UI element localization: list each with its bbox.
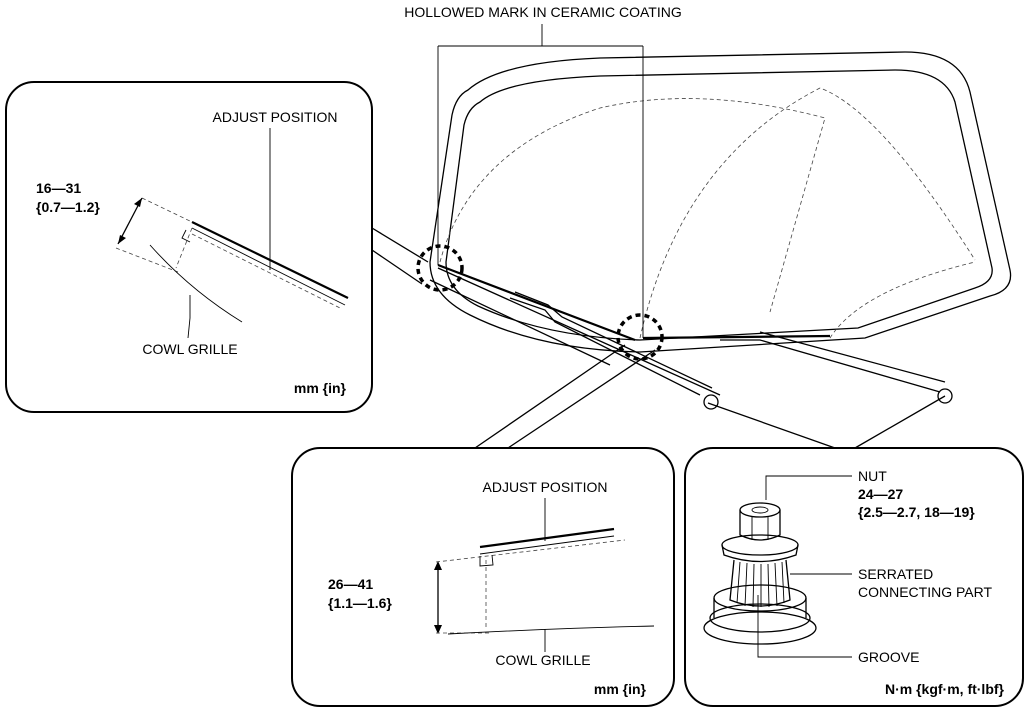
hex-nut-facets [751, 516, 769, 540]
left-wiper-arm [509, 297, 701, 396]
bottom-detail-glass-line [435, 539, 626, 563]
hollowed-mark-leader [437, 24, 644, 338]
right-wiper-arm [720, 339, 941, 393]
detail-box-bottom-frame [291, 447, 675, 707]
nut-washer-side [721, 544, 799, 563]
cowl-lower-edge [429, 279, 611, 366]
windshield-outer-frame [429, 51, 1012, 353]
bottom-detail-right-angle [479, 554, 494, 567]
hex-nut-body [739, 510, 781, 541]
nut-base-sides [713, 598, 807, 618]
left-detail-cowl-leader [187, 295, 191, 339]
left-wiper-blade [437, 263, 636, 342]
hex-nut-top [739, 502, 781, 518]
left-detail-blade-bottom [191, 227, 346, 306]
callout-wedge-bottom [474, 344, 656, 449]
right-wiper-blade [642, 334, 831, 340]
left-detail-right-angle [181, 229, 191, 243]
bottom-detail-arrowheads [434, 561, 442, 634]
bottom-cowl-label: COWL GRILLE [495, 652, 590, 668]
detail-box-bottom [291, 447, 675, 707]
nut-torque-other: {2.5—2.7, 18—19} [858, 504, 975, 520]
bottom-adjust-label: ADJUST POSITION [483, 479, 608, 495]
serrated-label-line2: CONNECTING PART [858, 584, 992, 600]
wiper-sweep-right [639, 87, 976, 339]
nut-unit-label: N·m {kgf·m, ft·lbf} [885, 681, 1005, 697]
detail-circle-right [616, 313, 664, 361]
groove-leader [757, 595, 852, 658]
detail-circle-left [416, 244, 464, 292]
left-dimension-mm: 16—31 [36, 180, 81, 196]
bottom-detail-blade-top [479, 527, 615, 549]
groove-label: GROOVE [858, 649, 919, 665]
detail-box-left-frame [5, 81, 373, 413]
bottom-detail-blade-bottom [479, 535, 615, 555]
right-pivot-cap [937, 388, 953, 404]
wiper-sweep-left [439, 98, 826, 313]
detail-box-left [5, 81, 373, 413]
bottom-dimension-in: {1.1—1.6} [328, 595, 392, 611]
left-adjust-label: ADJUST POSITION [213, 109, 338, 125]
bottom-dimension-mm: 26—41 [328, 576, 373, 592]
left-detail-perp [175, 227, 193, 269]
serrated-shaft [729, 559, 791, 607]
detail-box-nut [684, 447, 1024, 707]
windshield-main-view [371, 24, 1012, 449]
left-dimension-in: {0.7—1.2} [36, 199, 100, 215]
nut-label: NUT [858, 468, 887, 484]
serrated-label-line1: SERRATED [858, 566, 933, 582]
left-detail-cowl-curve [149, 244, 243, 323]
detail-box-nut-frame [684, 447, 1024, 707]
nut-base-outer [703, 611, 817, 645]
nut-base-middle [709, 603, 811, 633]
left-wiper-arm-edge [514, 291, 713, 389]
right-wiper-arm-edge [759, 331, 946, 383]
bottom-detail-cowl-line [447, 625, 655, 635]
left-detail-dim-guides [115, 197, 193, 273]
windshield-inner-frame [445, 69, 993, 341]
serrated-ridges [736, 561, 785, 608]
hex-nut-hole [751, 506, 769, 514]
nut-leader [765, 475, 852, 500]
nut-torque-nm: 24—27 [858, 486, 903, 502]
left-pivot-cap [703, 394, 719, 410]
left-unit-label: mm {in} [294, 380, 347, 396]
left-cowl-label: COWL GRILLE [142, 341, 237, 357]
callout-wedge-nut [707, 395, 946, 449]
hollowed-mark-label: HOLLOWED MARK IN CERAMIC COATING [404, 4, 681, 20]
cowl-top-edge [437, 267, 721, 396]
left-detail-arrowheads [118, 198, 142, 244]
bottom-unit-label: mm {in} [594, 681, 647, 697]
callout-wedge-left [371, 227, 429, 285]
